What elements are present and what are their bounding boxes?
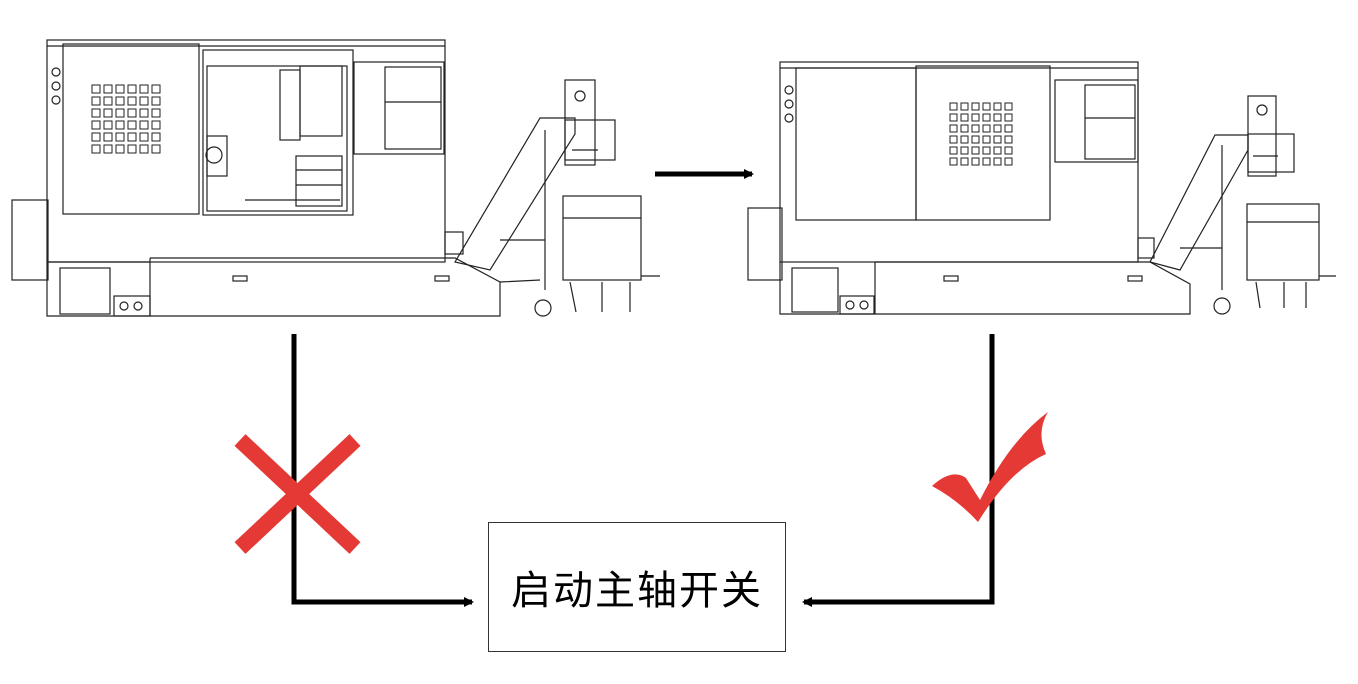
red-checkmark-icon bbox=[932, 412, 1048, 522]
flow-line-correct bbox=[802, 334, 995, 607]
flow-line-wrong bbox=[291, 334, 474, 607]
red-x-icon bbox=[234, 434, 361, 554]
keypad-grid-1 bbox=[91, 84, 161, 154]
machine-door-open bbox=[11, 39, 660, 317]
machine-door-closed bbox=[747, 61, 1336, 315]
keypad-grid-2 bbox=[949, 102, 1013, 166]
action-label: 启动主轴开关 bbox=[511, 568, 763, 614]
start-spindle-switch-box: 启动主轴开关 bbox=[488, 522, 786, 652]
